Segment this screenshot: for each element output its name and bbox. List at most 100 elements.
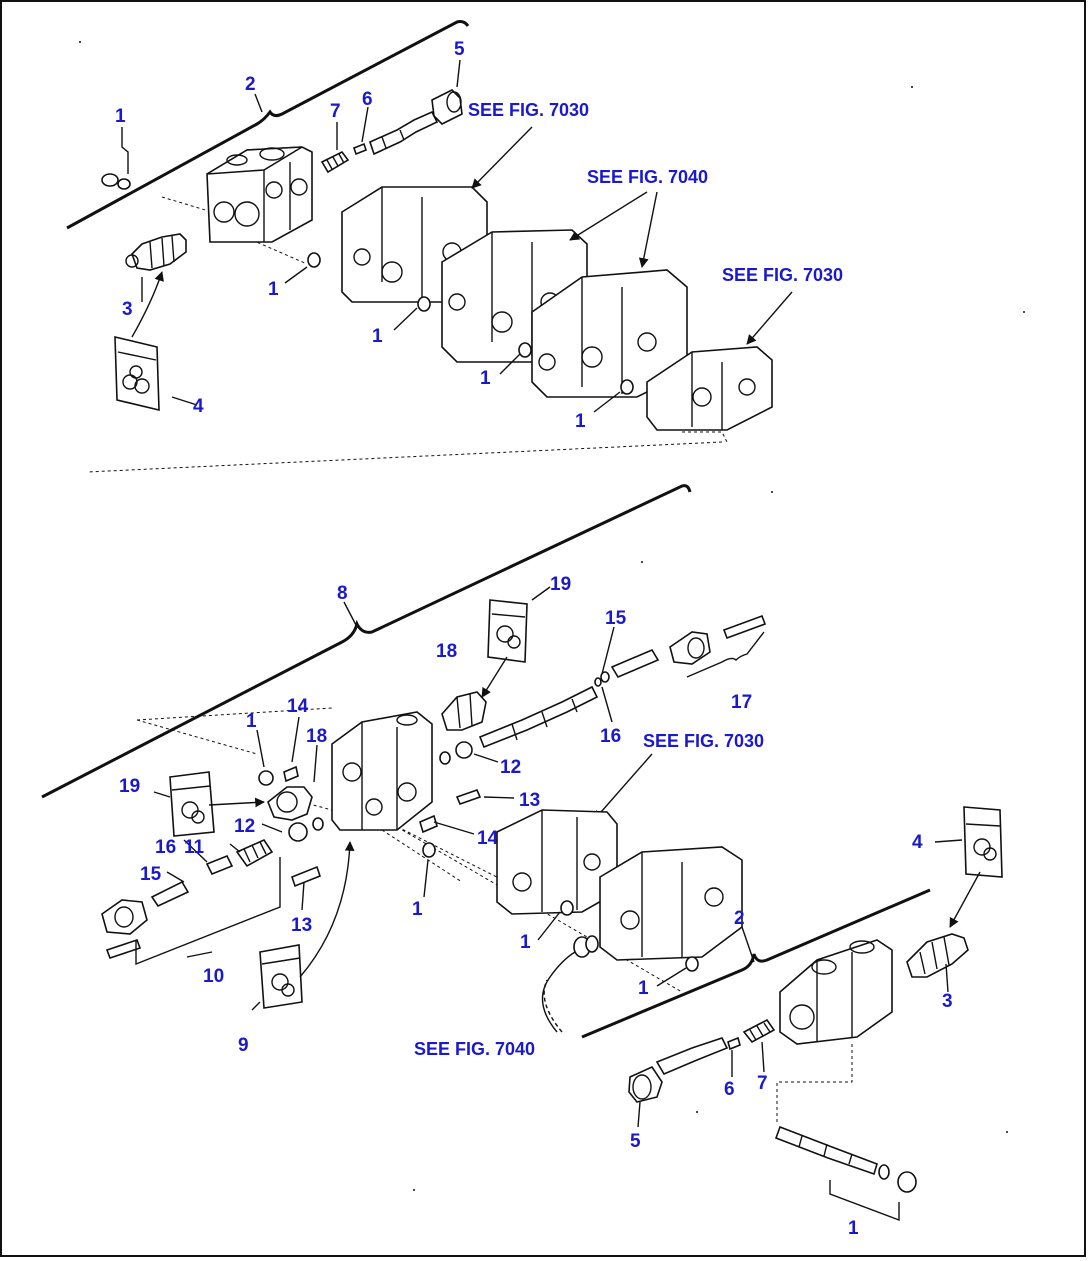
middle-leader-lines xyxy=(135,586,765,1011)
middle-callout-15-right: 15 xyxy=(605,608,627,629)
middle-o-ring-right-small xyxy=(439,751,451,765)
middle-pin-left xyxy=(291,865,321,888)
top-assembly: 1 2 7 6 5 SEE FIG. 7030 SEE FIG. 7040 SE… xyxy=(66,20,843,473)
bottom-callout-4: 4 xyxy=(912,832,923,853)
middle-callout-18-upper: 18 xyxy=(436,641,457,662)
middle-callout-15-left: 15 xyxy=(140,864,162,885)
middle-o-ring-left-small xyxy=(312,817,324,831)
top-plug xyxy=(431,89,463,125)
middle-decal-upper-arrow xyxy=(481,656,508,698)
middle-o-ring-lower xyxy=(422,842,436,858)
top-ref-arrow-7040a xyxy=(569,191,648,241)
middle-callout-13-left: 13 xyxy=(291,915,312,936)
middle-callout-14-left: 14 xyxy=(287,696,309,717)
bottom-decal-arrow xyxy=(949,871,981,928)
top-callout-3: 3 xyxy=(122,299,133,320)
middle-callout-1-left: 1 xyxy=(246,711,257,732)
middle-callout-17: 17 xyxy=(731,692,752,713)
bottom-relief-valve xyxy=(906,933,969,978)
bottom-lower-spool xyxy=(774,1125,917,1193)
top-leader-lines xyxy=(121,59,621,413)
middle-plunger-small xyxy=(150,880,190,908)
bottom-valve-stack-2 xyxy=(599,846,743,961)
bottom-callout-7: 7 xyxy=(757,1073,768,1094)
top-ref-arrow-7030b xyxy=(746,291,793,345)
middle-callout-19-left: 19 xyxy=(119,776,140,797)
top-seal-ring xyxy=(518,342,532,358)
bottom-callout-6: 6 xyxy=(724,1079,735,1100)
top-decal-arrow xyxy=(131,271,164,338)
top-plunger xyxy=(369,110,439,156)
bottom-callout-1-ring-b: 1 xyxy=(638,978,649,999)
middle-assembly: 8 19 15 18 17 16 SEE FIG. 7030 1 14 18 1… xyxy=(41,484,767,1056)
middle-decal-left xyxy=(169,771,215,837)
top-callout-1: 1 xyxy=(115,106,126,127)
middle-callout-16-right: 16 xyxy=(600,726,621,747)
top-reference-fig-7030-right: SEE FIG. 7030 xyxy=(722,265,843,285)
top-spring xyxy=(320,150,350,174)
bottom-small-pin xyxy=(727,1036,741,1051)
middle-spring xyxy=(235,838,274,868)
top-seal-ring xyxy=(417,296,431,312)
bottom-callout-1-lower: 1 xyxy=(848,1218,859,1239)
top-group-bracket xyxy=(66,20,470,230)
middle-o-ring-right xyxy=(455,741,473,759)
bottom-spring xyxy=(742,1018,776,1044)
middle-main-section xyxy=(331,711,433,831)
bottom-seal-ring xyxy=(685,956,699,972)
bottom-seal-ring xyxy=(560,900,574,916)
scan-specks xyxy=(79,41,1025,1191)
top-callout-4: 4 xyxy=(193,396,204,417)
middle-callout-13-right: 13 xyxy=(519,790,540,811)
middle-callout-11: 11 xyxy=(184,837,205,858)
top-ref-arrow-7030a xyxy=(471,126,533,189)
top-seal-ring xyxy=(307,252,321,268)
top-callout-1-ring-b: 1 xyxy=(372,326,383,347)
middle-relief-plug xyxy=(267,786,313,821)
middle-callout-10: 10 xyxy=(203,966,224,987)
bottom-callout-5: 5 xyxy=(630,1131,641,1152)
top-end-section xyxy=(206,146,313,243)
middle-spool-cap xyxy=(669,614,767,665)
bottom-guide-dashed xyxy=(776,1044,853,1122)
middle-callout-9: 9 xyxy=(238,1035,249,1056)
top-callout-5: 5 xyxy=(454,39,465,60)
middle-spool-end xyxy=(594,648,660,687)
middle-spool xyxy=(478,685,599,749)
middle-callout-14-right: 14 xyxy=(477,828,499,849)
top-callout-7: 7 xyxy=(330,101,341,122)
bottom-group-bracket xyxy=(581,888,931,1039)
middle-guide-dashed xyxy=(136,707,683,993)
middle-pin-right xyxy=(455,788,482,806)
middle-o-ring-left xyxy=(258,770,274,786)
top-seal-ring-pair xyxy=(101,173,131,190)
middle-callout-16-left: 16 xyxy=(155,837,176,858)
bottom-callout-1-ring-a: 1 xyxy=(520,932,531,953)
top-callout-1-ring-d: 1 xyxy=(575,411,586,432)
top-callout-2: 2 xyxy=(245,74,256,95)
middle-decal-left-arrow xyxy=(208,797,265,808)
middle-callout-8: 8 xyxy=(337,583,348,604)
middle-o-ring-left-lower xyxy=(288,822,308,842)
bottom-callout-2: 2 xyxy=(734,908,745,929)
top-callout-1-ring-c: 1 xyxy=(480,368,491,389)
middle-decal-bottom xyxy=(259,944,303,1009)
middle-decal-bottom-arrow xyxy=(299,841,355,978)
bottom-valve-stack-1 xyxy=(496,809,618,915)
top-callout-1-ring-a: 1 xyxy=(268,279,279,300)
top-small-pin xyxy=(353,142,367,156)
bottom-plunger xyxy=(628,1037,729,1103)
top-reference-fig-7040: SEE FIG. 7040 xyxy=(587,167,708,187)
middle-ref-arrow-7030 xyxy=(593,753,653,821)
top-reference-fig-7030: SEE FIG. 7030 xyxy=(468,100,589,120)
top-guide-dashed xyxy=(86,196,728,473)
bottom-leader-lines xyxy=(537,839,963,1222)
middle-reference-fig-7030: SEE FIG. 7030 xyxy=(643,731,764,751)
middle-decal-upper xyxy=(487,599,528,663)
bottom-callout-3: 3 xyxy=(942,991,953,1012)
middle-poppet xyxy=(205,854,234,876)
top-decal xyxy=(114,335,160,412)
bottom-end-section xyxy=(779,939,893,1045)
